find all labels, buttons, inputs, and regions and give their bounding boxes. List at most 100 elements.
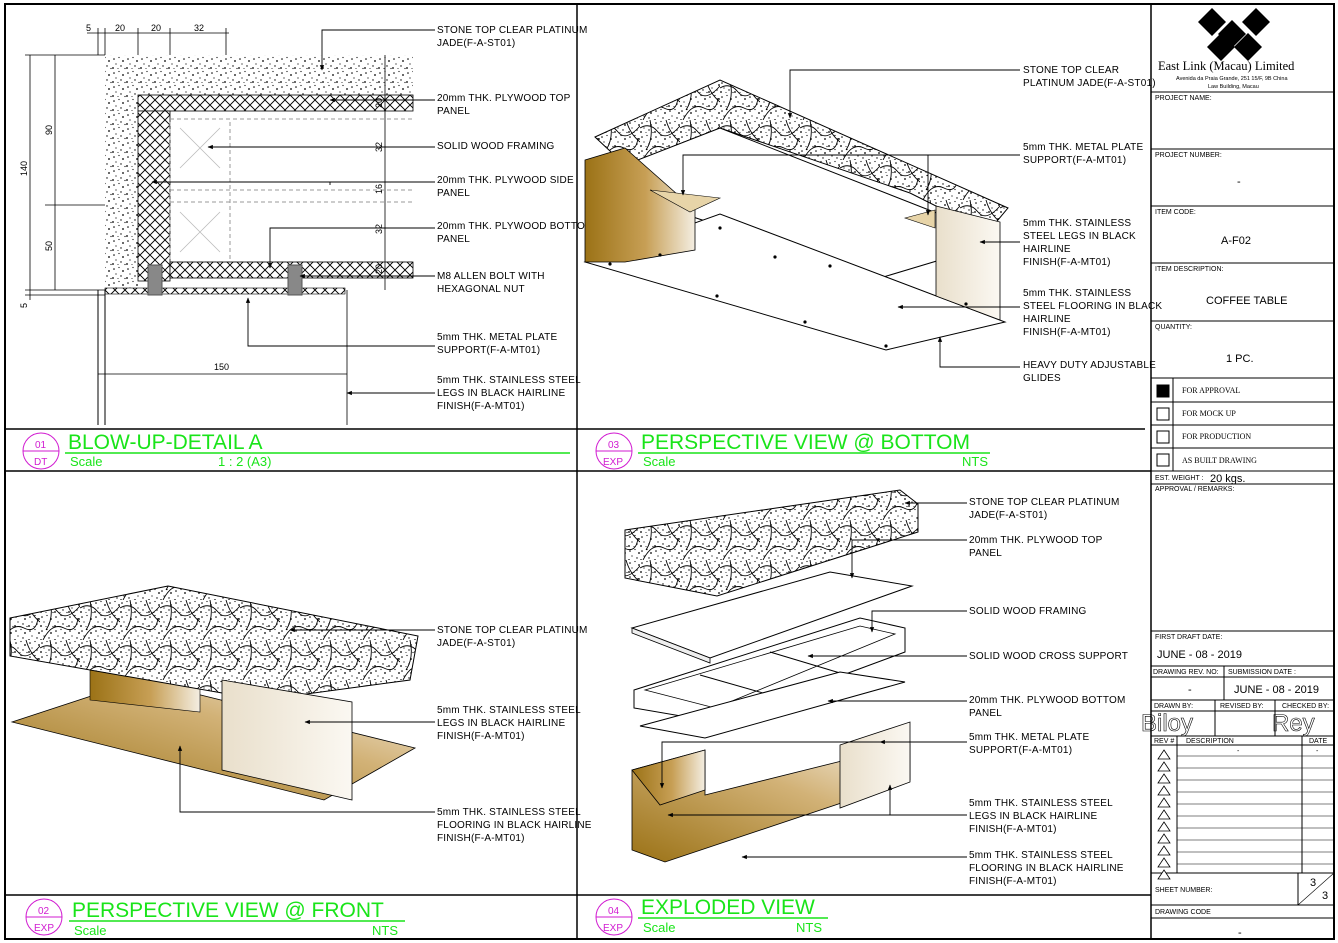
notes-detail-4-line-0: 20mm THK. PLYWOOD BOTTOM — [437, 221, 594, 232]
leg-left-bottom-view — [584, 147, 696, 263]
notes-detail-5-line-0: M8 ALLEN BOLT WITH — [437, 271, 545, 282]
item-code-value: A-F02 — [1221, 235, 1251, 247]
revision-triangle-icon — [1157, 761, 1171, 772]
view-title-text-01: BLOW-UP-DETAIL A — [68, 431, 263, 454]
view-scale-label-02: Scale — [74, 923, 107, 938]
checked-by-value: Rey — [1272, 710, 1315, 737]
dim-20b: 20 — [151, 23, 161, 33]
view-code-03: EXP — [603, 457, 623, 468]
dimension-top — [87, 28, 229, 55]
drawn-by-value: Biloy — [1141, 710, 1193, 737]
title-block: East Link (Macau) Limited Avenida da Pra… — [1141, 8, 1335, 939]
allen-bolt-left — [147, 264, 163, 296]
front-view-notes: STONE TOP CLEAR PLATINUMJADE(F-A-ST01)5m… — [437, 625, 592, 844]
notes-bottom-3-line-1: STEEL FLOORING IN BLACK — [1023, 301, 1162, 312]
notes-bottom-4-line-0: HEAVY DUTY ADJUSTABLE — [1023, 360, 1156, 371]
notes-front-2-line-0: 5mm THK. STAINLESS STEEL — [437, 807, 581, 818]
stone-top-exploded — [624, 489, 919, 597]
dim-32b-right: 32 — [374, 224, 384, 234]
notes-front-0-line-0: STONE TOP CLEAR PLATINUM — [437, 625, 588, 636]
drawing-code-value: - — [1238, 927, 1242, 939]
notes-detail-1-line-1: PANEL — [437, 106, 470, 117]
revision-triangle-icon — [1157, 749, 1171, 760]
notes-front-2-line-2: FINISH(F-A-MT01) — [437, 833, 525, 844]
notes-detail-7-line-1: LEGS IN BLACK HAIRLINE — [437, 388, 565, 399]
revision-triangle-icon — [1157, 785, 1171, 796]
dim-20a: 20 — [115, 23, 125, 33]
notes-bottom-1-line-0: 5mm THK. METAL PLATE — [1023, 142, 1143, 153]
first-draft-value: JUNE - 08 - 2019 — [1157, 649, 1242, 661]
rev-first-desc: - — [1237, 748, 1240, 755]
notes-exploded-5-line-1: SUPPORT(F-A-MT01) — [969, 745, 1072, 756]
view-title-text-02: PERSPECTIVE VIEW @ FRONT — [72, 899, 384, 922]
view-number-04: 04 — [608, 906, 620, 917]
notes-bottom-2-line-1: STEEL LEGS IN BLACK — [1023, 231, 1136, 242]
project-name-label: PROJECT NAME: — [1155, 95, 1212, 102]
check-label-approval: FOR APPROVAL — [1182, 386, 1240, 395]
notes-detail-2-line-0: SOLID WOOD FRAMING — [437, 141, 555, 152]
notes-front-2-line-1: FLOORING IN BLACK HAIRLINE — [437, 820, 592, 831]
stone-edge-section — [105, 95, 138, 290]
notes-bottom-0-line-1: PLATINUM JADE(F-A-ST01) — [1023, 78, 1156, 89]
view-code-04: EXP — [603, 923, 623, 934]
checkbox-production[interactable] — [1156, 430, 1170, 444]
checked-by-label: CHECKED BY: — [1282, 703, 1329, 710]
notes-bottom-2-line-2: HAIRLINE — [1023, 244, 1071, 255]
view-title-03: 03 EXP PERSPECTIVE VIEW @ BOTTOM Scale N… — [577, 428, 1145, 470]
view-title-01: 01 DT BLOW-UP-DETAIL A Scale 1 : 2 (A3) — [5, 428, 577, 470]
exploded-view-notes: STONE TOP CLEAR PLATINUMJADE(F-A-ST01)20… — [969, 497, 1128, 887]
leg-left-exploded — [631, 749, 706, 806]
view-scale-03: NTS — [962, 454, 988, 469]
dim-32-top: 32 — [194, 23, 204, 33]
submission-date-label: SUBMISSION DATE : — [1228, 669, 1296, 676]
notes-bottom-3-line-2: HAIRLINE — [1023, 314, 1071, 325]
notes-detail-3-line-0: 20mm THK. PLYWOOD SIDE — [437, 175, 574, 186]
metal-plate-section — [104, 287, 346, 295]
leg-right-exploded — [839, 721, 911, 809]
company-name: East Link (Macau) Limited — [1158, 59, 1295, 73]
notes-detail-0-line-1: JADE(F-A-ST01) — [437, 38, 515, 49]
view-04-exploded: STONE TOP CLEAR PLATINUMJADE(F-A-ST01)20… — [624, 489, 1128, 887]
plywood-side-section — [137, 110, 171, 282]
stone-top-front-view — [9, 585, 419, 701]
notes-detail-6-line-1: SUPPORT(F-A-MT01) — [437, 345, 540, 356]
dim-150: 150 — [214, 362, 229, 372]
notes-front-1-line-2: FINISH(F-A-MT01) — [437, 731, 525, 742]
checkbox-mock-up[interactable] — [1156, 407, 1170, 421]
notes-bottom-3-line-0: 5mm THK. STAINLESS — [1023, 288, 1131, 299]
checkbox-approval[interactable] — [1156, 384, 1170, 398]
revision-triangle-icon — [1157, 833, 1171, 844]
view-title-text-03: PERSPECTIVE VIEW @ BOTTOM — [641, 431, 970, 454]
rev-no-value: - — [1188, 684, 1192, 696]
stone-top-section — [105, 55, 413, 95]
view-title-text-04: EXPLODED VIEW — [641, 896, 815, 919]
notes-detail-4-line-1: PANEL — [437, 234, 470, 245]
quantity-label: QUANTITY: — [1155, 324, 1192, 331]
check-label-mock-up: FOR MOCK UP — [1182, 409, 1236, 418]
sheet-total-value: 3 — [1322, 890, 1328, 902]
notes-detail-3-line-1: PANEL — [437, 188, 470, 199]
view-number-01: 01 — [35, 440, 47, 451]
dim-5-top: 5 — [86, 23, 91, 33]
view-code-02: EXP — [34, 923, 54, 934]
checkbox-as-built[interactable] — [1156, 453, 1170, 467]
company-logo — [1198, 8, 1270, 61]
item-description-value: COFFEE TABLE — [1206, 295, 1288, 307]
view-scale-01: 1 : 2 (A3) — [218, 454, 271, 469]
notes-exploded-3-line-0: SOLID WOOD CROSS SUPPORT — [969, 651, 1128, 662]
rev-first-date: - — [1316, 748, 1319, 755]
notes-bottom-4-line-1: GLIDES — [1023, 373, 1061, 384]
view-scale-02: NTS — [372, 923, 398, 938]
dim-5-left: 5 — [19, 303, 29, 308]
project-number-value: - — [1237, 176, 1241, 188]
view-01-blow-up-detail: 5 20 20 32 90 140 50 5 20 32 16 32 20 15… — [19, 23, 594, 425]
notes-bottom-2-line-3: FINISH(F-A-MT01) — [1023, 257, 1111, 268]
view-title-04: 04 EXP EXPLODED VIEW Scale NTS — [577, 894, 1151, 936]
item-description-label: ITEM DESCRIPTION: — [1155, 266, 1224, 273]
notes-exploded-5-line-0: 5mm THK. METAL PLATE — [969, 732, 1089, 743]
notes-exploded-7-line-0: 5mm THK. STAINLESS STEEL — [969, 850, 1113, 861]
allen-bolt-right — [287, 264, 303, 296]
view-scale-label-01: Scale — [70, 454, 103, 469]
company-address-2: Law Building, Macau — [1208, 84, 1259, 90]
